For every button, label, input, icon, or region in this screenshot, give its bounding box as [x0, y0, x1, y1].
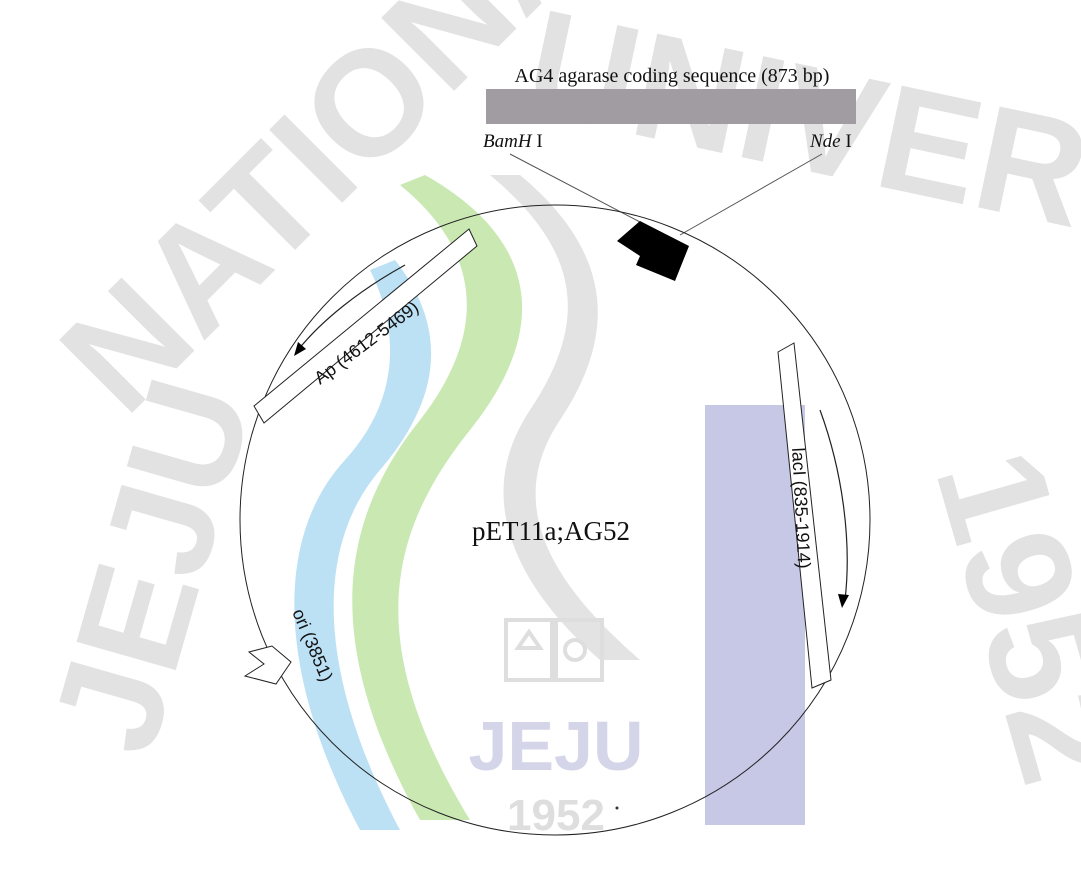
ndei-connector-line	[679, 153, 823, 236]
bamhi-connector-line	[509, 153, 641, 223]
plasmid-backbone	[239, 204, 871, 836]
site-ndei-label: Nde I	[809, 131, 852, 152]
watermark-green-band	[352, 175, 523, 820]
insert-label: AG4 agarase coding sequence (873 bp)	[515, 65, 830, 87]
watermark-word-university: UNIVERSITY	[513, 0, 1081, 328]
watermark-year: 1952	[904, 433, 1081, 800]
watermark-book-icon	[504, 618, 604, 682]
bottom-dot	[615, 806, 619, 810]
ap-arrowhead	[294, 342, 306, 356]
laci-direction-arrow	[819, 409, 848, 601]
insert-coding-sequence-bar	[486, 89, 856, 124]
ori-marker	[243, 645, 292, 685]
watermark-logo-year: 1952	[507, 791, 605, 840]
ap-direction-arrow	[297, 264, 406, 351]
ap-gene-box	[253, 228, 478, 424]
plasmid-name: pET11a;AG52	[472, 516, 630, 546]
watermark-logo-text: JEJU	[468, 707, 643, 785]
laci-arrowhead	[838, 594, 849, 608]
watermark-purple-bar	[705, 405, 805, 825]
watermark-emblem: JEJU 1952	[294, 175, 805, 840]
watermark-gray-band	[490, 175, 640, 660]
laci-gene-box	[777, 342, 832, 689]
site-bamhi-label: BamH I	[483, 131, 543, 152]
promoter-arrow	[617, 221, 689, 281]
watermark-blue-band	[294, 260, 432, 830]
